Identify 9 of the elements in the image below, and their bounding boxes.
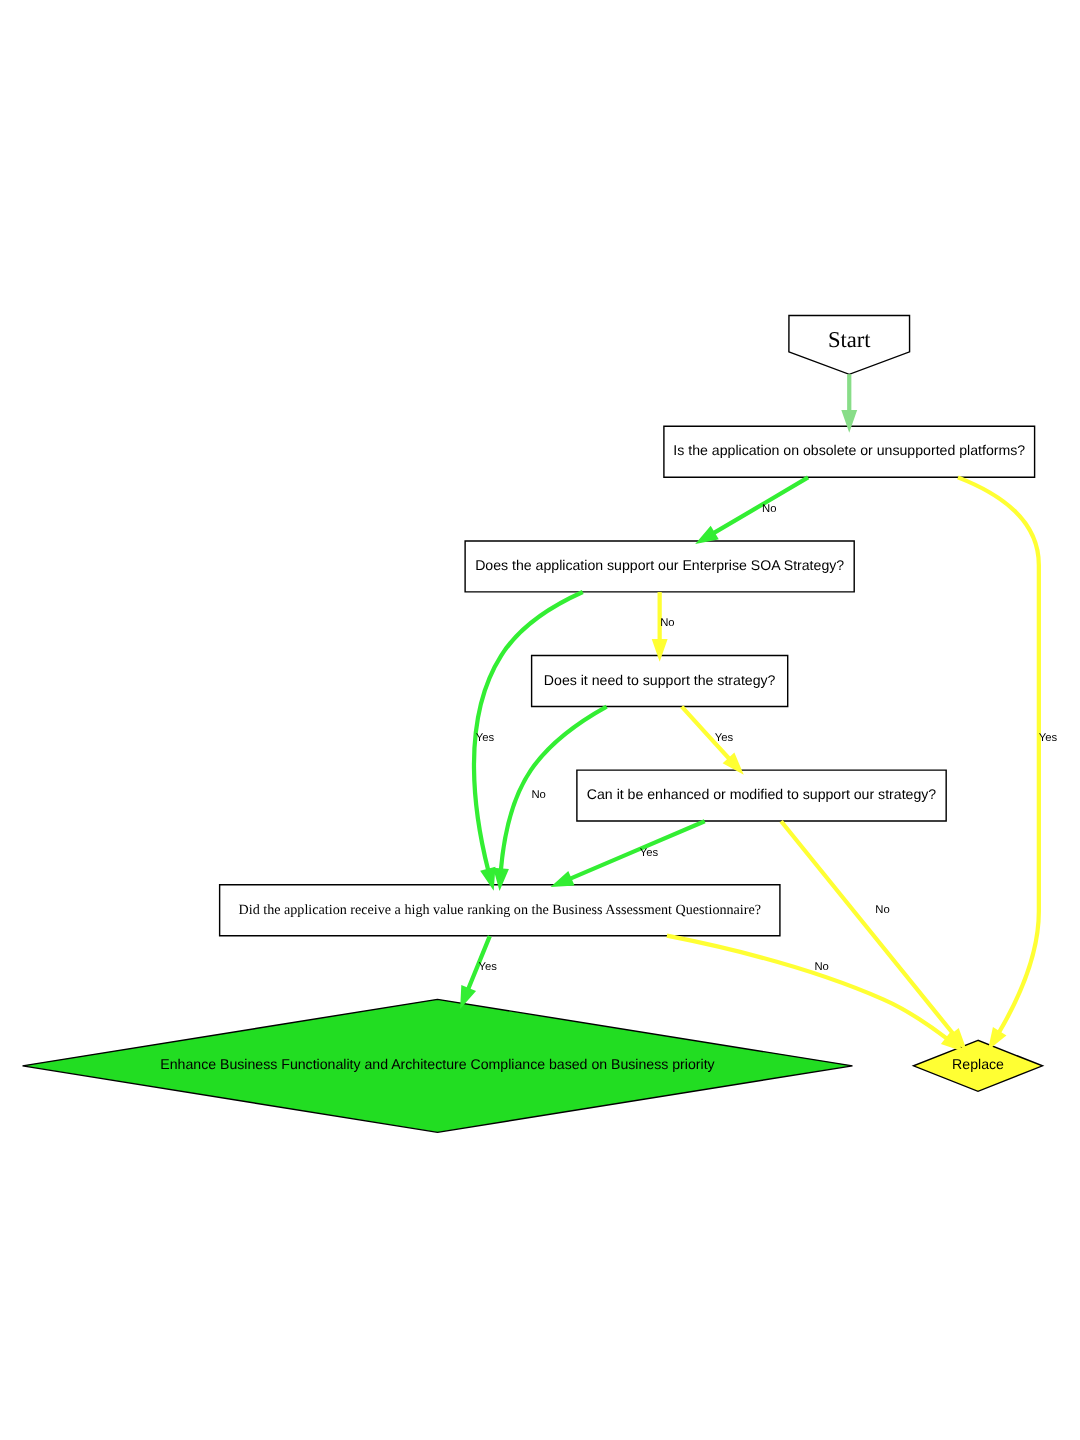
arrow (471, 589, 584, 890)
arrow (493, 703, 608, 891)
arrow (957, 474, 1041, 1050)
arrow (550, 818, 706, 887)
arrow (841, 373, 858, 432)
arrow (651, 591, 668, 661)
arrow (460, 934, 492, 1008)
arrow (680, 704, 744, 774)
arrow (695, 474, 810, 544)
